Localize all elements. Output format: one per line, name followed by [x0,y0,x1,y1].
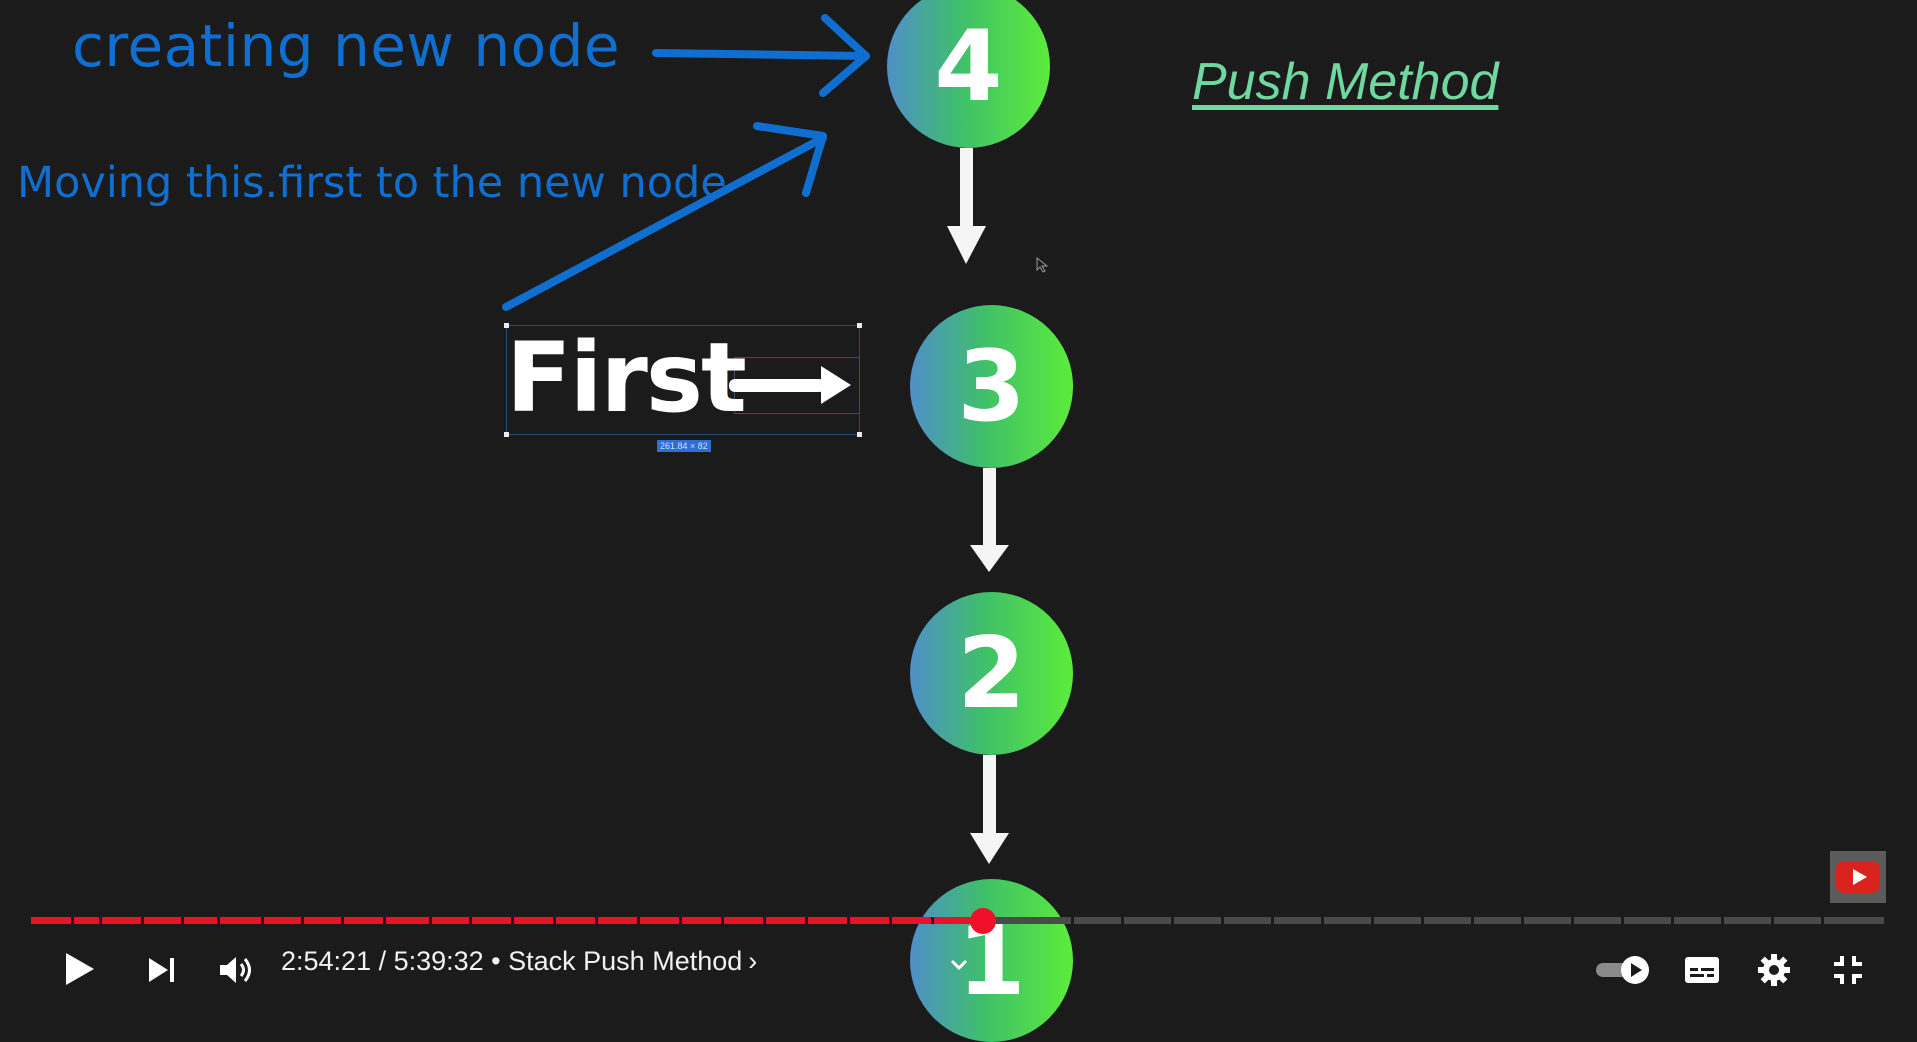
youtube-logo-watermark[interactable] [1830,851,1886,903]
stack-node-4: 4 [887,0,1050,148]
resize-handle-tr[interactable] [857,323,862,328]
play-icon [66,953,94,985]
next-button[interactable] [140,948,184,992]
volume-button[interactable] [214,948,258,992]
time-and-chapter-display[interactable]: 2:54:21 / 5:39:32 • Stack Push Method› [281,946,757,977]
gear-icon [1758,954,1790,986]
next-icon [149,958,174,982]
stack-node-2: 2 [910,592,1073,755]
chapter-chevron-icon: › [748,946,758,976]
selection-dimension-badge: 261.84 × 82 [657,440,711,452]
arrow-to-new-node [652,14,870,97]
annotation-arrows [502,14,870,311]
autoplay-toggle-icon [1596,956,1649,984]
settings-button[interactable] [1752,948,1796,992]
chevron-down-icon [950,959,968,971]
first-pointer-arrow [729,366,851,404]
down-arrow-3-2 [970,468,1009,572]
creating-new-node-annotation: creating new node [72,12,621,80]
arrow-first-to-node [502,122,827,311]
mouse-cursor-icon [1036,257,1049,273]
subtitles-button[interactable] [1680,948,1724,992]
chapters-dropdown-button[interactable] [944,950,974,980]
play-button[interactable] [56,946,102,992]
progress-scrubber[interactable] [970,908,996,934]
time-chapter-label: 2:54:21 / 5:39:32 • Stack Push Method [281,946,743,976]
stack-node-3: 3 [910,305,1073,468]
player-controls [0,940,1917,1000]
exit-fullscreen-icon [1834,956,1862,984]
first-pointer-label: First [506,322,747,434]
progress-bar[interactable] [31,917,1884,924]
progress-unplayed [983,917,1884,924]
down-arrow-4-3 [947,148,986,264]
volume-icon [220,957,251,983]
exit-fullscreen-button[interactable] [1826,948,1870,992]
subtitles-icon [1685,957,1719,983]
push-method-title: Push Method [1192,53,1499,111]
progress-played [31,917,983,924]
autoplay-toggle[interactable] [1593,948,1653,992]
youtube-logo-icon [1836,861,1880,893]
resize-handle-tl[interactable] [504,323,509,328]
down-arrow-2-1 [970,755,1009,864]
node-links [947,148,1009,864]
moving-first-annotation: Moving this.first to the new node [17,158,727,208]
resize-handle-bl[interactable] [504,432,509,437]
resize-handle-br[interactable] [857,432,862,437]
